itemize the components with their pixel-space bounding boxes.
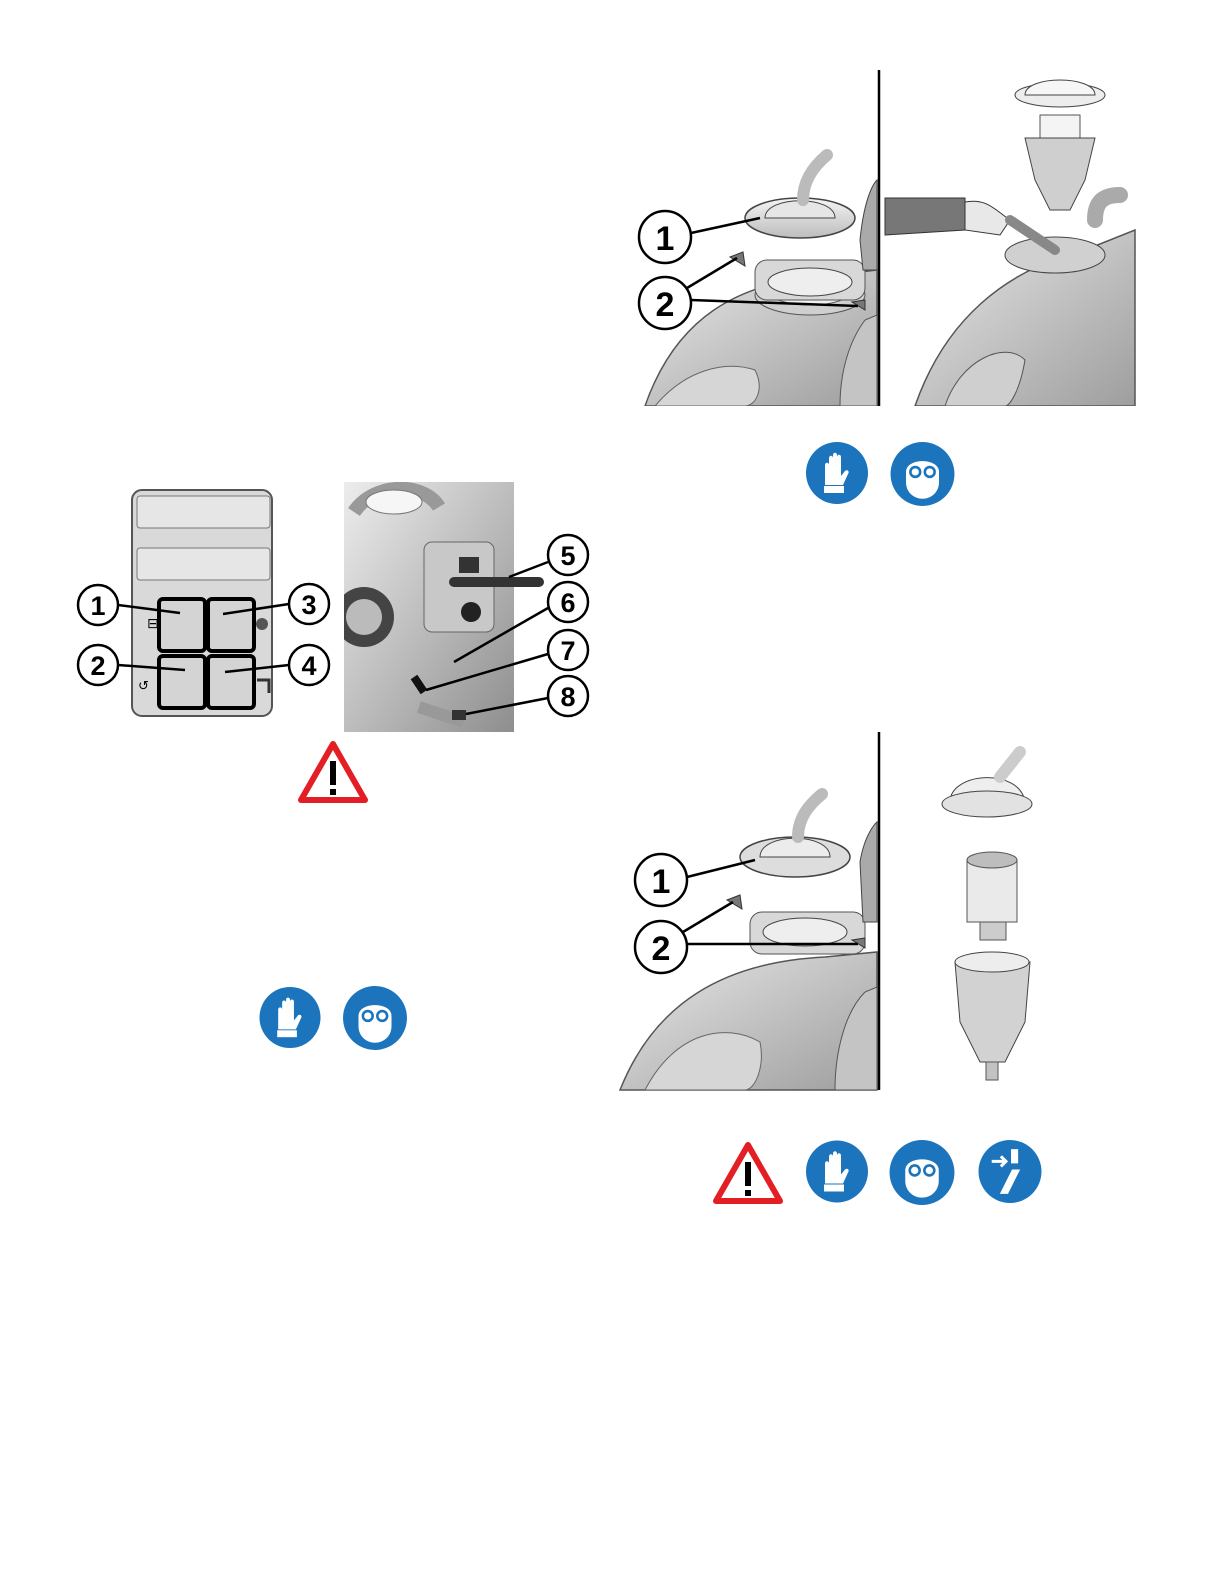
wear-gloves-icon	[805, 1139, 869, 1204]
svg-text:2: 2	[656, 286, 675, 324]
svg-text:2: 2	[90, 651, 105, 681]
switch-off-icon	[977, 1139, 1043, 1204]
svg-text:3: 3	[301, 590, 316, 620]
svg-text:8: 8	[560, 682, 575, 712]
warning-triangle-icon	[713, 1142, 783, 1204]
filter-parts-exploded	[942, 752, 1032, 1080]
svg-text:4: 4	[301, 651, 316, 681]
filter-cap-1	[740, 794, 850, 877]
filter-removal-figure-top: 1 2	[615, 70, 1140, 406]
machine-side-figure: 5 6 7 8	[344, 482, 592, 734]
svg-text:1: 1	[652, 863, 671, 901]
svg-text:7: 7	[560, 636, 575, 666]
wear-goggles-icon	[888, 1139, 956, 1206]
wear-goggles-icon	[341, 985, 409, 1051]
wear-gloves-icon	[805, 441, 869, 505]
control-panel-figure: ⊟ ↺ 1 2 3 4	[75, 488, 335, 720]
svg-text:1: 1	[656, 220, 675, 258]
svg-text:6: 6	[560, 588, 575, 618]
filter-removal-figure-bottom: 1 2	[615, 732, 1085, 1092]
filter-cap-1	[745, 155, 855, 238]
callout-5: 5	[509, 535, 588, 577]
svg-text:↺: ↺	[138, 679, 149, 694]
svg-text:2: 2	[652, 930, 671, 968]
svg-text:5: 5	[560, 541, 575, 571]
warning-triangle-icon	[298, 741, 368, 803]
wear-goggles-icon	[889, 441, 956, 507]
svg-text:1: 1	[90, 591, 105, 621]
svg-text:⊟: ⊟	[147, 616, 159, 632]
filter-parts-exploded	[1015, 80, 1105, 210]
wear-gloves-icon	[258, 986, 322, 1049]
